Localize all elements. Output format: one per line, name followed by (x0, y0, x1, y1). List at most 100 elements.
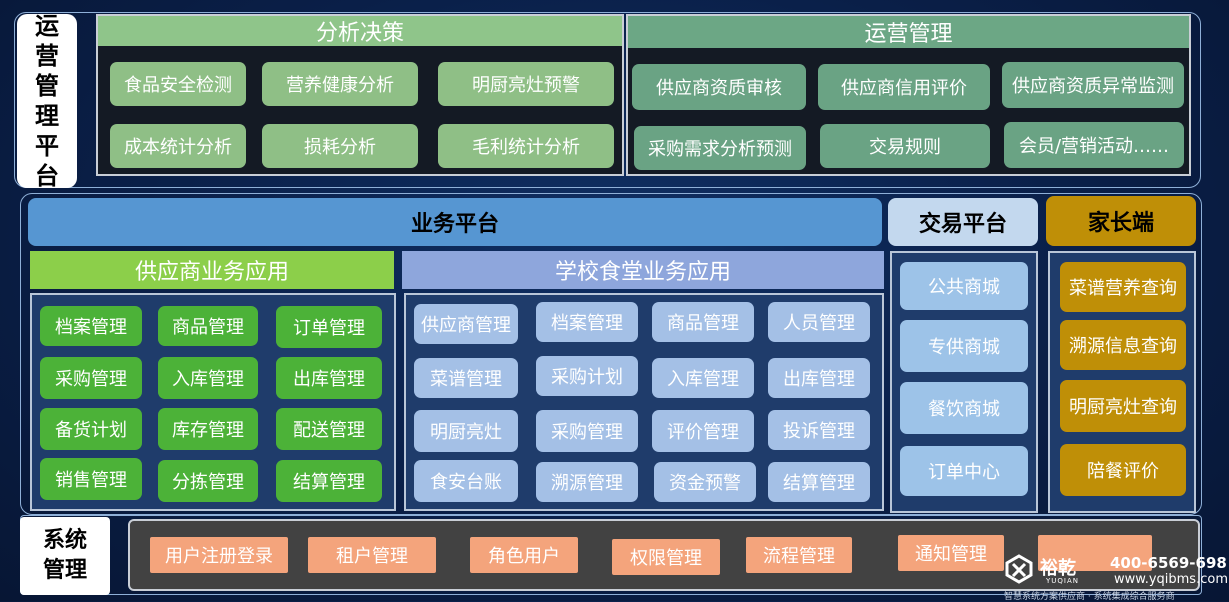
brand-slogan-text: 智慧系统方案供应商 · 系统集成综合服务商 (1004, 592, 1175, 602)
operations-item[interactable]: 供应商资质异常监测 (1002, 62, 1184, 108)
brand-site: www.yqibms.com (1114, 572, 1229, 587)
system-item[interactable] (1038, 535, 1152, 571)
operations-item-label: 采购需求分析预测 (648, 139, 792, 160)
system-item[interactable]: 流程管理 (746, 537, 852, 573)
trade-item-label: 餐饮商城 (928, 399, 1000, 420)
canteen-item[interactable]: 溯源管理 (536, 462, 638, 502)
system-item[interactable]: 权限管理 (612, 539, 720, 575)
business-platform-title: 业务平台 (410, 212, 499, 237)
operations-item-label: 供应商资质审核 (656, 78, 782, 99)
supplier-item-label: 入库管理 (172, 369, 244, 390)
supplier-item[interactable]: 档案管理 (40, 306, 142, 346)
operations-item[interactable]: 交易规则 (820, 124, 990, 168)
operations-item[interactable]: 采购需求分析预测 (634, 126, 806, 170)
canteen-item-label: 采购计划 (551, 367, 623, 388)
trade-item-label: 专供商城 (928, 337, 1000, 358)
analysis-item-label: 损耗分析 (304, 137, 376, 158)
ops-platform-label: 运营管理平台 (17, 12, 77, 190)
system-item-label: 角色用户 (488, 546, 560, 567)
canteen-item[interactable]: 供应商管理 (414, 304, 518, 344)
analysis-item[interactable]: 损耗分析 (262, 124, 418, 168)
supplier-item[interactable]: 商品管理 (158, 306, 258, 346)
supplier-item[interactable]: 结算管理 (276, 460, 382, 502)
system-item-label: 流程管理 (763, 546, 835, 567)
supplier-item[interactable]: 备货计划 (40, 408, 142, 450)
canteen-item[interactable]: 投诉管理 (768, 410, 870, 450)
supplier-app-title: 供应商业务应用 (134, 260, 289, 285)
system-item[interactable]: 用户注册登录 (150, 537, 288, 573)
analysis-item-label: 营养健康分析 (286, 75, 394, 96)
canteen-item[interactable]: 资金预警 (654, 462, 756, 502)
analysis-item[interactable]: 成本统计分析 (110, 124, 246, 168)
operations-item-label: 供应商信用评价 (841, 78, 967, 99)
system-item-label: 通知管理 (915, 544, 987, 565)
canteen-item[interactable]: 食安台账 (414, 460, 518, 502)
canteen-item[interactable]: 商品管理 (652, 302, 754, 342)
operations-item[interactable]: 供应商信用评价 (818, 64, 990, 110)
parent-item[interactable]: 陪餐评价 (1060, 444, 1186, 496)
parent-item[interactable]: 菜谱营养查询 (1060, 262, 1186, 312)
canteen-item[interactable]: 明厨亮灶 (414, 410, 518, 452)
canteen-item[interactable]: 结算管理 (768, 462, 870, 502)
system-item-label: 用户注册登录 (165, 546, 273, 567)
business-frame (20, 193, 1202, 515)
system-mgmt-label: 系统管理 (20, 517, 110, 595)
trade-item-label: 公共商城 (928, 277, 1000, 298)
analysis-item[interactable]: 毛利统计分析 (438, 124, 614, 168)
canteen-item[interactable]: 采购计划 (536, 356, 638, 396)
trade-item-label: 订单中心 (928, 462, 1000, 483)
canteen-item[interactable]: 档案管理 (536, 302, 638, 342)
canteen-item-label: 评价管理 (667, 422, 739, 443)
parent-item[interactable]: 溯源信息查询 (1060, 320, 1186, 370)
supplier-item[interactable]: 分拣管理 (158, 460, 258, 502)
brand-name: 裕乾 (1040, 554, 1110, 580)
supplier-item[interactable]: 采购管理 (40, 357, 142, 399)
analysis-item-label: 毛利统计分析 (472, 137, 580, 158)
system-item[interactable]: 租户管理 (308, 537, 436, 573)
canteen-item[interactable]: 出库管理 (768, 358, 870, 398)
supplier-item-label: 订单管理 (293, 318, 365, 339)
parent-item[interactable]: 明厨亮灶查询 (1060, 380, 1186, 432)
system-item[interactable]: 角色用户 (470, 537, 578, 573)
parent-item-label: 明厨亮灶查询 (1069, 397, 1177, 418)
canteen-item[interactable]: 人员管理 (768, 302, 870, 342)
analysis-header: 分析决策 (98, 16, 622, 46)
trade-item[interactable]: 公共商城 (900, 262, 1028, 310)
supplier-item[interactable]: 订单管理 (276, 306, 382, 348)
canteen-item-label: 入库管理 (667, 369, 739, 390)
supplier-item[interactable]: 库存管理 (158, 408, 258, 450)
analysis-item[interactable]: 食品安全检测 (110, 62, 246, 106)
trade-item[interactable]: 专供商城 (900, 320, 1028, 372)
canteen-item[interactable]: 入库管理 (652, 358, 754, 398)
operations-item[interactable]: 会员/营销活动…… (1004, 122, 1184, 168)
canteen-item-label: 食安台账 (430, 472, 502, 493)
canteen-item-label: 档案管理 (551, 313, 623, 334)
supplier-item-label: 库存管理 (172, 420, 244, 441)
system-item-label: 租户管理 (336, 546, 408, 567)
canteen-item[interactable]: 采购管理 (536, 410, 638, 452)
canteen-item-label: 资金预警 (669, 473, 741, 494)
operations-item-label: 会员/营销活动…… (1018, 136, 1170, 157)
brand-phone-text: 400-6569-698 (1110, 554, 1227, 572)
trade-item[interactable]: 订单中心 (900, 446, 1028, 496)
analysis-item[interactable]: 营养健康分析 (262, 62, 418, 106)
canteen-item[interactable]: 菜谱管理 (414, 358, 518, 398)
supplier-item-label: 商品管理 (172, 317, 244, 338)
operations-item[interactable]: 供应商资质审核 (632, 64, 806, 110)
brand-sub-text: YUQIAN (1046, 577, 1079, 585)
supplier-item[interactable]: 入库管理 (158, 357, 258, 399)
supplier-item[interactable]: 出库管理 (276, 357, 382, 399)
ops-platform-label-text: 运营管理平台 (35, 12, 59, 190)
trade-platform-title: 交易平台 (918, 212, 1007, 237)
brand-phone: 400-6569-698 (1110, 554, 1229, 572)
analysis-item-label: 食品安全检测 (124, 75, 232, 96)
system-item[interactable]: 通知管理 (898, 535, 1004, 571)
canteen-item[interactable]: 评价管理 (652, 410, 754, 452)
supplier-item-label: 备货计划 (55, 420, 127, 441)
trade-item[interactable]: 餐饮商城 (900, 382, 1028, 434)
analysis-item[interactable]: 明厨亮灶预警 (438, 62, 614, 106)
supplier-item-label: 采购管理 (55, 369, 127, 390)
supplier-item[interactable]: 销售管理 (40, 458, 142, 500)
supplier-item-label: 销售管理 (55, 470, 127, 491)
supplier-item[interactable]: 配送管理 (276, 408, 382, 450)
